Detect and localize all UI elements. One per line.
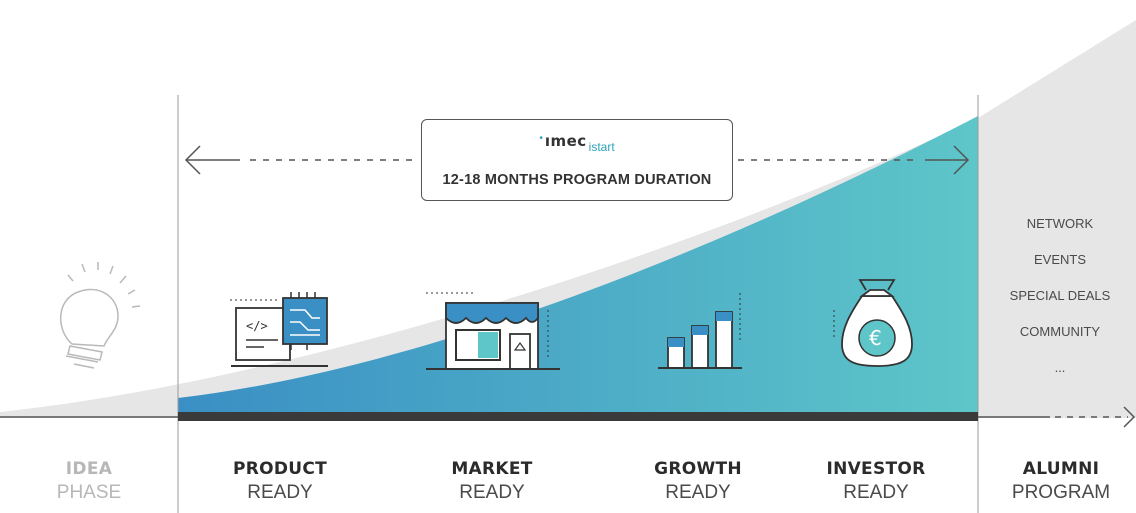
stage-label-product: PRODUCT READY <box>180 457 380 505</box>
svg-text:€: € <box>869 326 882 350</box>
alumni-benefit-item: SPECIAL DEALS <box>1009 288 1111 303</box>
stage-label-growth: GROWTH READY <box>598 457 798 505</box>
stage-title: PRODUCT <box>232 459 328 479</box>
stage-subtitle: READY <box>247 482 313 503</box>
stage-subtitle: READY <box>843 482 909 503</box>
alumni-benefit-item: ... <box>1054 360 1066 375</box>
bar-chart-icon <box>658 293 742 369</box>
alumni-benefit-item: EVENTS <box>1033 252 1086 267</box>
chevron-right-icon <box>1123 406 1136 428</box>
stage-title: GROWTH <box>654 459 742 479</box>
stage-title: INVESTOR <box>826 459 926 479</box>
brand-name: ımec <box>544 132 587 150</box>
program-duration-label: 12-18 MONTHS PROGRAM DURATION <box>442 172 712 188</box>
money-bag-icon: € <box>833 279 913 367</box>
alumni-benefit-item: NETWORK <box>1026 216 1094 231</box>
brand-sub: istart <box>588 140 615 154</box>
alumni-benefit-item: COMMUNITY <box>1019 324 1101 339</box>
stage-label-market: MARKET READY <box>392 457 592 505</box>
teal-growth-area <box>178 116 978 416</box>
laptop-chip-icon: </> <box>230 292 328 367</box>
stage-subtitle: PHASE <box>56 482 122 503</box>
arrow-right-icon <box>925 145 970 175</box>
stage-title: MARKET <box>451 459 533 479</box>
program-baseline-bar <box>178 412 978 421</box>
lightbulb-icon <box>59 262 141 369</box>
stage-subtitle: PROGRAM <box>1011 482 1111 503</box>
stage-label-idea: IDEA PHASE <box>0 457 189 505</box>
stage-label-investor: INVESTOR READY <box>776 457 976 505</box>
storefront-icon <box>426 292 560 370</box>
stage-label-alumni: ALUMNI PROGRAM <box>961 457 1136 505</box>
svg-text:</>: </> <box>246 319 268 333</box>
stage-title: IDEA <box>65 459 113 479</box>
arrow-left-icon <box>184 145 240 175</box>
stage-subtitle: READY <box>459 482 525 503</box>
stage-title: ALUMNI <box>1022 459 1100 479</box>
alumni-benefits-list: NETWORK EVENTS SPECIAL DEALS COMMUNITY .… <box>985 206 1135 386</box>
stage-subtitle: READY <box>665 482 731 503</box>
